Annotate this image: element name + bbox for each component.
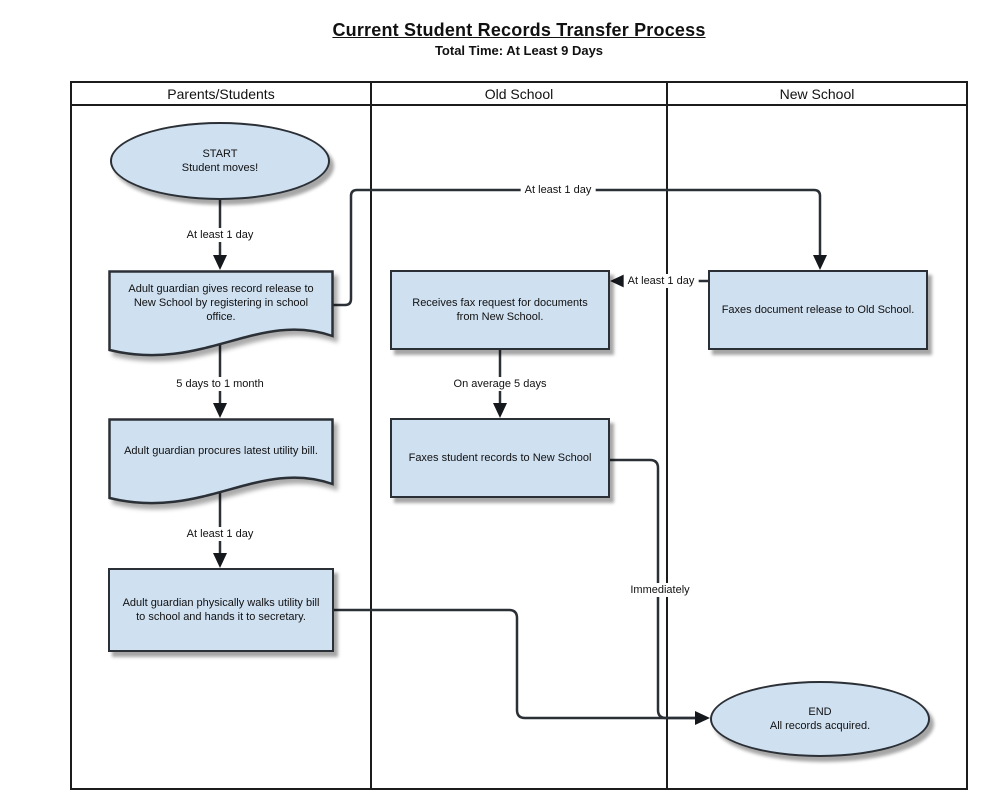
lane-title-new-school: New School xyxy=(779,86,855,102)
arrowhead-give-to-procure xyxy=(213,403,227,418)
edge-label-give-to-fax-release: At least 1 day xyxy=(520,183,596,197)
node-walk-bill: Adult guardian physically walks utility … xyxy=(108,568,334,652)
arrowhead-release-to-receive xyxy=(610,274,625,288)
swimlane-header-row xyxy=(70,81,968,106)
node-start-text: START Student moves! xyxy=(181,147,259,174)
edge-give-to-fax-release xyxy=(333,188,822,307)
edge-label-procure-to-walk: At least 1 day xyxy=(182,527,258,541)
arrowhead-to-end xyxy=(695,711,710,725)
arrowhead-start-to-give xyxy=(213,255,227,270)
page-title: Current Student Records Transfer Process xyxy=(332,20,706,40)
document-shape xyxy=(108,418,334,505)
node-give-release-text: Adult guardian gives record release to N… xyxy=(128,282,314,324)
node-receive-fax-text: Receives fax request for documents from … xyxy=(412,296,588,323)
node-receive-fax: Receives fax request for documents from … xyxy=(390,270,610,350)
node-walk-bill-text: Adult guardian physically walks utility … xyxy=(122,596,320,623)
node-fax-records: Faxes student records to New School xyxy=(390,418,610,498)
edge-label-give-to-procure: 5 days to 1 month xyxy=(172,377,268,391)
lane-divider-2 xyxy=(666,81,668,790)
edge-label-fax-records-to-end: Immediately xyxy=(626,583,694,597)
document-shape xyxy=(108,270,334,357)
lane-title-old-school: Old School xyxy=(484,86,554,102)
node-fax-records-text: Faxes student records to New School xyxy=(408,451,592,464)
node-give-release: Adult guardian gives record release to N… xyxy=(108,270,334,362)
lane-title-parents-students: Parents/Students xyxy=(167,86,275,102)
node-procure-bill-text: Adult guardian procures latest utility b… xyxy=(124,444,318,457)
edge-walk-to-end xyxy=(333,608,696,720)
title-block: Current Student Records Transfer Process… xyxy=(70,20,968,58)
node-fax-release-text: Faxes document release to Old School. xyxy=(721,303,915,316)
edge-label-receive-to-fax-records: On average 5 days xyxy=(449,377,551,391)
edge-label-release-to-receive: At least 1 day xyxy=(623,274,699,288)
page-subtitle: Total Time: At Least 9 Days xyxy=(434,43,604,58)
arrowhead-procure-to-walk xyxy=(213,553,227,568)
lane-divider-1 xyxy=(370,81,372,790)
node-start: START Student moves! xyxy=(110,122,330,200)
edge-label-start-to-give: At least 1 day xyxy=(182,228,258,242)
node-end-text: END All records acquired. xyxy=(769,705,871,732)
node-end: END All records acquired. xyxy=(710,681,930,757)
node-fax-release: Faxes document release to Old School. xyxy=(708,270,928,350)
arrowhead-receive-to-fax-records xyxy=(493,403,507,418)
arrowhead-give-to-fax-release xyxy=(813,255,827,270)
node-procure-bill: Adult guardian procures latest utility b… xyxy=(108,418,334,510)
